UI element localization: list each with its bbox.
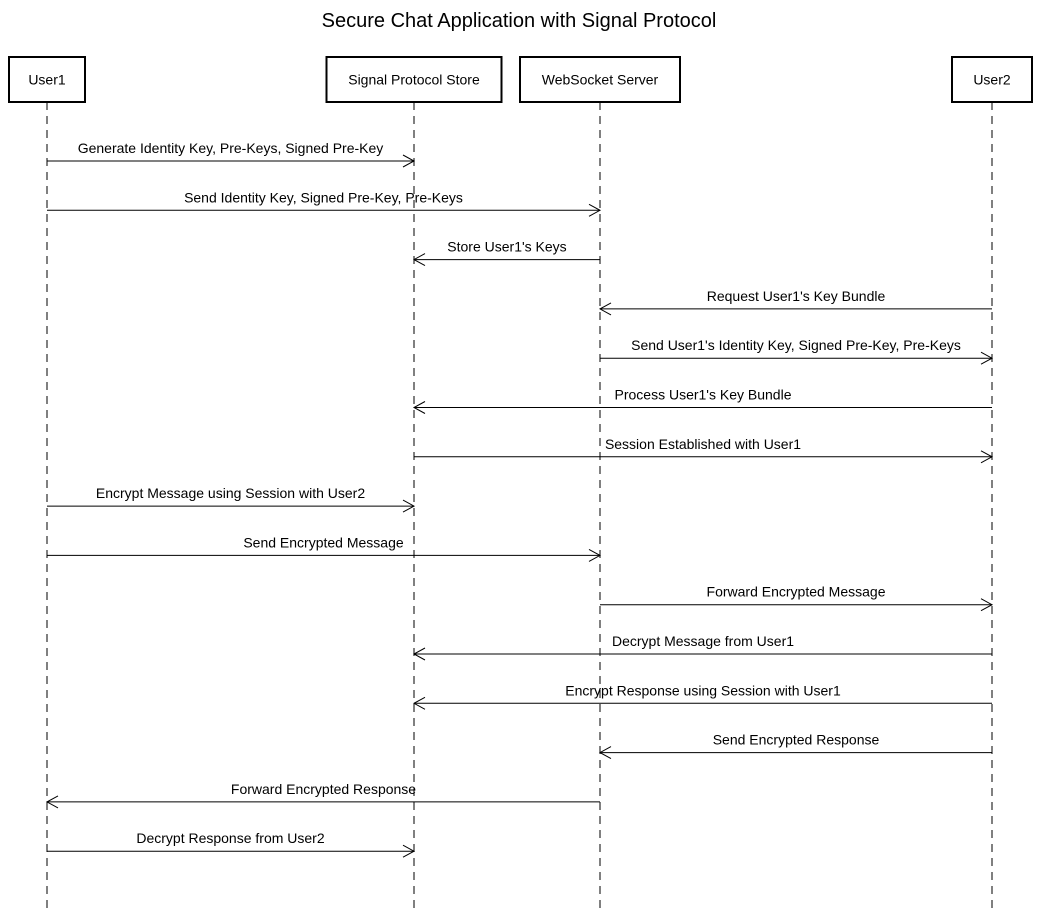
arrow-head-icon [980, 598, 994, 612]
participant-user2: User2 [951, 56, 1033, 103]
message-label: Request User1's Key Bundle [707, 288, 886, 304]
arrow-head-icon [980, 450, 994, 464]
participant-label: WebSocket Server [542, 72, 659, 88]
message-arrow: Encrypt Response using Session with User… [412, 682, 992, 710]
message-label: Forward Encrypted Response [231, 781, 416, 797]
messages: Generate Identity Key, Pre-Keys, Signed … [45, 140, 994, 858]
arrow-head-icon [45, 795, 59, 809]
message-label: Send Identity Key, Signed Pre-Key, Pre-K… [184, 189, 463, 205]
message-label: Encrypt Message using Session with User2 [96, 485, 365, 501]
participant-box [8, 56, 86, 103]
message-arrow: Encrypt Message using Session with User2 [47, 485, 416, 513]
message-arrow: Store User1's Keys [412, 239, 600, 267]
participant-label: Signal Protocol Store [348, 72, 480, 88]
lifelines [46, 102, 993, 912]
message-arrow: Session Established with User1 [414, 436, 994, 464]
message-arrow: Send Identity Key, Signed Pre-Key, Pre-K… [47, 189, 602, 217]
arrow-head-icon [598, 302, 612, 316]
message-arrow: Send User1's Identity Key, Signed Pre-Ke… [600, 337, 994, 365]
message-label: Send User1's Identity Key, Signed Pre-Ke… [631, 337, 961, 353]
message-label: Store User1's Keys [447, 239, 566, 255]
message-arrow: Request User1's Key Bundle [598, 288, 992, 316]
participant-store: Signal Protocol Store [325, 56, 503, 103]
participant-label: User1 [28, 72, 66, 88]
message-arrow: Generate Identity Key, Pre-Keys, Signed … [47, 140, 416, 168]
arrow-head-icon [412, 647, 426, 661]
arrow-head-icon [588, 548, 602, 562]
message-label: Encrypt Response using Session with User… [565, 682, 841, 698]
message-label: Generate Identity Key, Pre-Keys, Signed … [78, 140, 384, 156]
participant-label: User2 [973, 72, 1011, 88]
message-arrow: Decrypt Response from User2 [47, 830, 416, 858]
arrow-head-icon [412, 696, 426, 710]
message-arrow: Process User1's Key Bundle [412, 387, 992, 414]
arrow-head-icon [980, 351, 994, 365]
message-label: Send Encrypted Message [243, 534, 404, 550]
participant-box [519, 56, 681, 103]
participants: User1 Signal Protocol Store WebSocket Serv… [8, 56, 1033, 103]
arrow-head-icon [412, 401, 426, 414]
participant-box [951, 56, 1033, 103]
arrow-head-icon [412, 253, 426, 267]
message-arrow: Send Encrypted Message [47, 534, 602, 562]
message-label: Decrypt Message from User1 [612, 633, 794, 649]
arrow-head-icon [402, 499, 416, 513]
message-label: Session Established with User1 [605, 436, 801, 452]
participant-server: WebSocket Server [519, 56, 681, 103]
diagram-title: Secure Chat Application with Signal Prot… [322, 10, 717, 32]
arrow-head-icon [598, 746, 612, 760]
message-label: Send Encrypted Response [713, 732, 880, 748]
message-label: Forward Encrypted Message [707, 584, 886, 600]
participant-user1: User1 [8, 56, 86, 103]
message-arrow: Forward Encrypted Message [600, 584, 994, 612]
arrow-head-icon [402, 154, 416, 168]
arrow-head-icon [402, 844, 416, 858]
arrow-head-icon [588, 203, 602, 217]
message-arrow: Forward Encrypted Response [45, 781, 600, 809]
message-label: Decrypt Response from User2 [136, 830, 325, 846]
message-label: Process User1's Key Bundle [615, 387, 792, 403]
message-arrow: Send Encrypted Response [598, 732, 992, 760]
participant-box [325, 56, 503, 103]
message-arrow: Decrypt Message from User1 [412, 633, 992, 661]
